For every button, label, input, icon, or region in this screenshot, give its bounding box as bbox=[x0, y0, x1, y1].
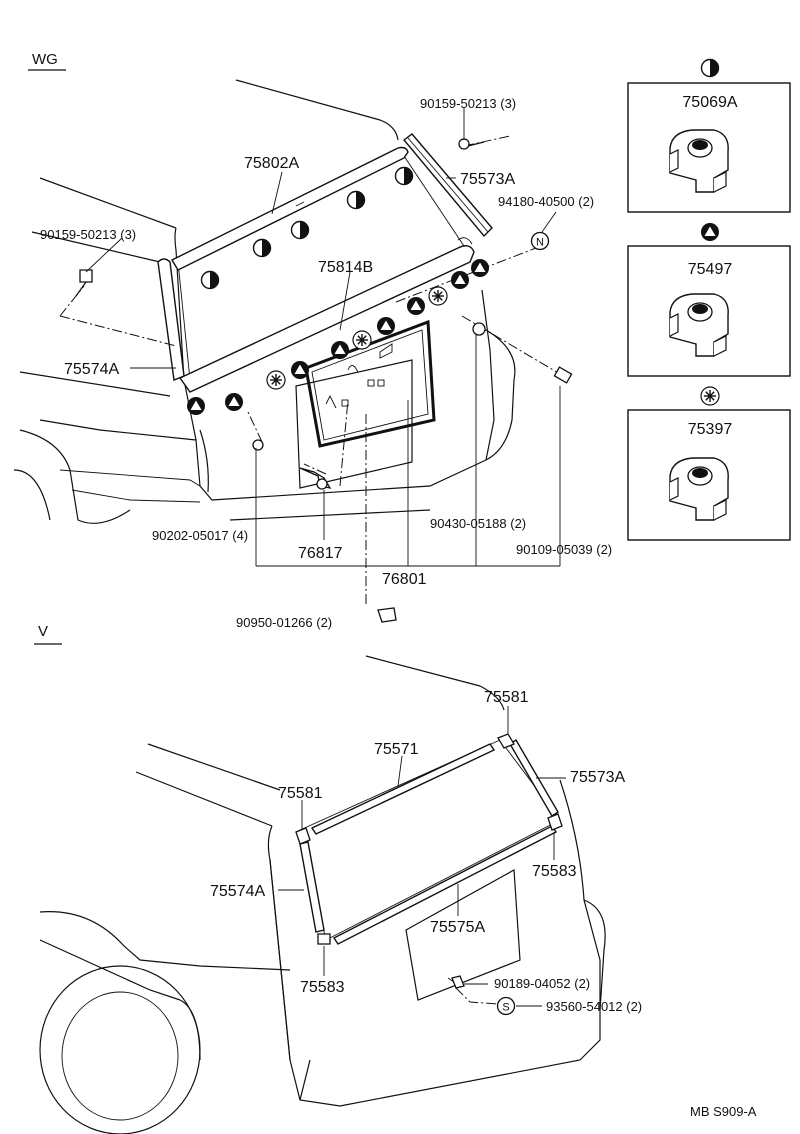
molding-75573a-wg bbox=[402, 133, 493, 238]
v-label-leaders bbox=[278, 706, 566, 1007]
svg-text:S: S bbox=[502, 1002, 509, 1014]
molding-75574a-wg bbox=[157, 258, 185, 381]
marker-s: S bbox=[496, 996, 516, 1016]
wg-label-leaders bbox=[85, 108, 561, 567]
molding-75802a bbox=[171, 146, 409, 271]
label-clip-75583-right: 75583 bbox=[532, 863, 577, 880]
diagram-reference-code: MB S909-A bbox=[690, 1104, 757, 1119]
clip-legend-boxes: 75069A 75497 75397 bbox=[627, 58, 791, 541]
label-clip-75583-left: 75583 bbox=[300, 979, 345, 996]
label-nut-94180: 94180-40500 (2) bbox=[498, 194, 594, 209]
label-molding-75802a: 75802A bbox=[244, 155, 299, 172]
screw-90189 bbox=[447, 975, 465, 989]
clip-75583-left bbox=[317, 933, 331, 945]
grommet-90950 bbox=[377, 607, 397, 623]
wg-leader-lines bbox=[59, 135, 561, 604]
label-garnish-76801: 76801 bbox=[382, 571, 427, 588]
label-molding-75573a-wg: 75573A bbox=[460, 171, 515, 188]
molding-75571 bbox=[310, 743, 496, 835]
svg-text:75397: 75397 bbox=[688, 421, 733, 438]
label-grommet-90950: 90950-01266 (2) bbox=[236, 615, 332, 630]
label-clip-75581-left: 75581 bbox=[278, 785, 323, 802]
label-molding-75575a: 75575A bbox=[430, 919, 485, 936]
molding-75575a bbox=[332, 825, 558, 945]
section-label-v: V bbox=[38, 623, 48, 640]
svg-text:75069A: 75069A bbox=[682, 94, 737, 111]
clip-box-75397: 75397 bbox=[627, 386, 791, 541]
screw-right bbox=[553, 366, 573, 384]
label-bolt-top: 90159-50213 (3) bbox=[420, 96, 516, 111]
label-clip-76817: 76817 bbox=[298, 545, 343, 562]
label-molding-75574a-wg: 75574A bbox=[64, 361, 119, 378]
label-molding-75573a-v: 75573A bbox=[570, 769, 625, 786]
label-molding-75814b: 75814B bbox=[318, 259, 373, 276]
screw-left bbox=[252, 439, 264, 451]
molding-75814b bbox=[178, 237, 475, 393]
svg-text:75497: 75497 bbox=[688, 261, 733, 278]
clip-75583-right bbox=[547, 813, 563, 831]
clip-box-75497: 75497 bbox=[627, 223, 791, 377]
clip-75581-left bbox=[295, 827, 311, 845]
section-label-wg: WG bbox=[32, 51, 58, 68]
label-screw-90430: 90430-05188 (2) bbox=[430, 516, 526, 531]
label-bolt-left: 90159-50213 (3) bbox=[40, 227, 136, 242]
wg-clip-markers bbox=[187, 166, 489, 415]
wg-section: WG bbox=[13, 51, 612, 630]
clip-box-75069a: 75069A bbox=[627, 58, 791, 213]
screw-mid bbox=[472, 322, 486, 336]
label-screw-90202: 90202-05017 (4) bbox=[152, 528, 248, 543]
molding-75574a-v bbox=[299, 841, 325, 933]
molding-75573a-v bbox=[509, 739, 559, 817]
bolt-left bbox=[75, 269, 93, 297]
v-car-body bbox=[39, 655, 606, 1134]
license-garnish-76801 bbox=[304, 319, 436, 448]
clip-76817 bbox=[299, 467, 332, 490]
label-nut-93560: 93560-54012 (2) bbox=[546, 999, 642, 1014]
clip-75581-top bbox=[497, 733, 515, 749]
label-molding-75571: 75571 bbox=[374, 741, 419, 758]
marker-n: N bbox=[530, 231, 550, 251]
label-molding-75574a-v: 75574A bbox=[210, 883, 265, 900]
bolt-top bbox=[458, 138, 485, 150]
label-clip-75581-top: 75581 bbox=[484, 689, 529, 706]
v-section: V bbox=[34, 623, 642, 1134]
label-screw-90189: 90189-04052 (2) bbox=[494, 976, 590, 991]
label-screw-90109: 90109-05039 (2) bbox=[516, 542, 612, 557]
svg-text:N: N bbox=[536, 237, 544, 249]
